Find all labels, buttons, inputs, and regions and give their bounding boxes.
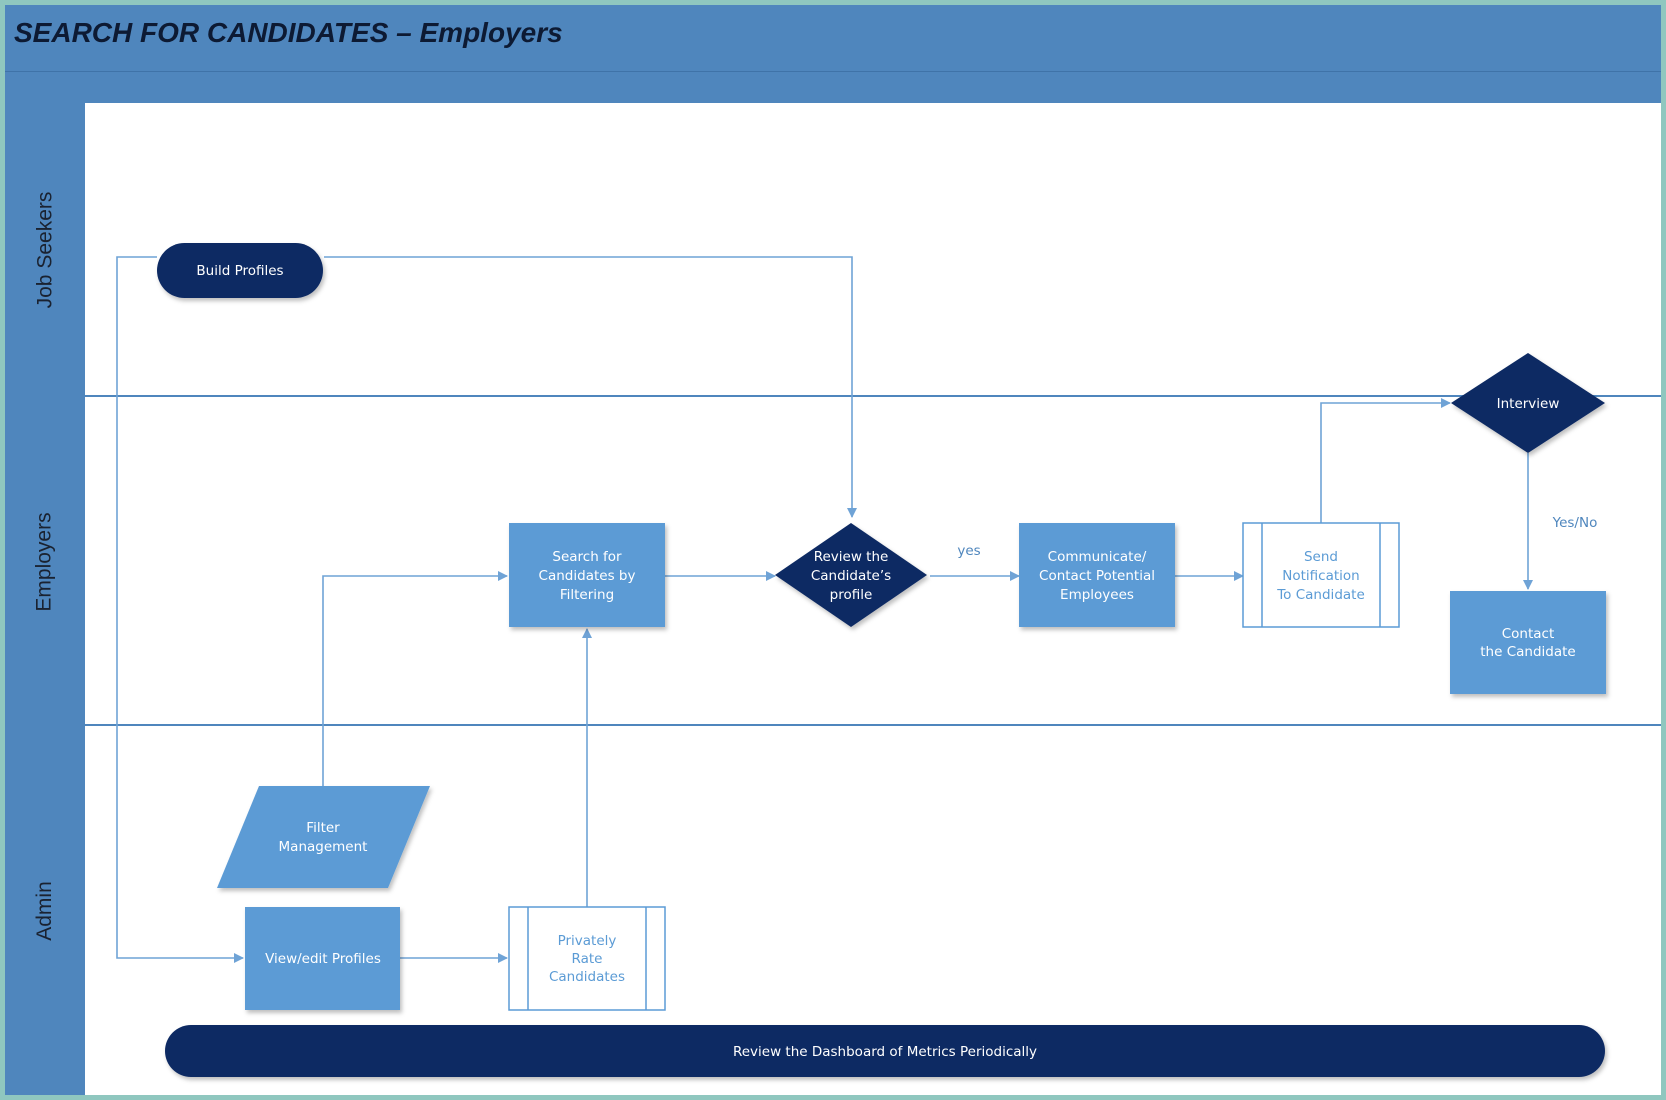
svg-text:Contact: Contact (1502, 626, 1555, 642)
connector-build-to-review (324, 256, 857, 518)
connector-notify-to-interview (1320, 398, 1451, 523)
node-filter-management: Filter Management (217, 786, 430, 888)
svg-text:Contact Potential: Contact Potential (1039, 568, 1155, 584)
node-send-notification: Send Notification To Candidate (1242, 522, 1400, 628)
svg-text:Candidates by: Candidates by (539, 568, 636, 584)
svg-text:View/edit Profiles: View/edit Profiles (265, 951, 381, 967)
svg-text:Candidates: Candidates (549, 969, 625, 985)
svg-text:Management: Management (279, 839, 368, 855)
header-divider (5, 71, 1661, 72)
node-search-for-candidates: Search for Candidates by Filtering (509, 523, 665, 627)
svg-text:Filter: Filter (306, 820, 340, 836)
svg-text:profile: profile (830, 587, 873, 603)
node-review-profile-decision: Review the Candidate’s profile (775, 523, 927, 627)
node-privately-rate: Privately Rate Candidates (508, 906, 666, 1011)
svg-text:Privately: Privately (558, 933, 617, 949)
node-contact-candidate: Contact the Candidate (1450, 591, 1606, 694)
svg-text:To Candidate: To Candidate (1276, 587, 1365, 603)
connector-build-to-view-edit (116, 256, 244, 963)
svg-text:Review the Dashboard of Metric: Review the Dashboard of Metrics Periodic… (733, 1044, 1037, 1060)
node-build-profiles: Build Profiles (157, 243, 323, 298)
node-interview-decision: Interview (1451, 353, 1605, 453)
svg-text:Filtering: Filtering (560, 587, 614, 603)
lane-header-column: Job Seekers Employers Admin (5, 103, 85, 1095)
svg-text:Employees: Employees (1060, 587, 1134, 603)
edge-label-yes-no: Yes/No (1552, 515, 1598, 531)
svg-text:Review the: Review the (814, 549, 889, 565)
edge-label-yes: yes (957, 543, 980, 559)
svg-text:Interview: Interview (1497, 396, 1560, 412)
node-view-edit-profiles: View/edit Profiles (245, 907, 400, 1010)
svg-text:the Candidate: the Candidate (1480, 644, 1575, 660)
flowchart-canvas: yes Yes/No Build Profiles Search for Can… (85, 243, 1661, 1077)
svg-text:Build Profiles: Build Profiles (196, 263, 283, 279)
svg-text:Candidate’s: Candidate’s (811, 568, 891, 584)
svg-text:Rate: Rate (572, 951, 603, 967)
page-title: SEARCH FOR CANDIDATES – Employers (14, 17, 563, 48)
title-bar: SEARCH FOR CANDIDATES – Employers (5, 5, 1661, 103)
svg-text:Search for: Search for (552, 549, 622, 565)
svg-text:Notification: Notification (1282, 568, 1359, 584)
diagram-frame: SEARCH FOR CANDIDATES – Employers Job Se… (5, 5, 1661, 1095)
node-review-dashboard: Review the Dashboard of Metrics Periodic… (165, 1025, 1605, 1077)
node-communicate-contact: Communicate/ Contact Potential Employees (1019, 523, 1175, 627)
connector-filter-to-search (322, 571, 508, 786)
svg-text:Send: Send (1304, 549, 1338, 565)
svg-text:Communicate/: Communicate/ (1048, 549, 1147, 565)
